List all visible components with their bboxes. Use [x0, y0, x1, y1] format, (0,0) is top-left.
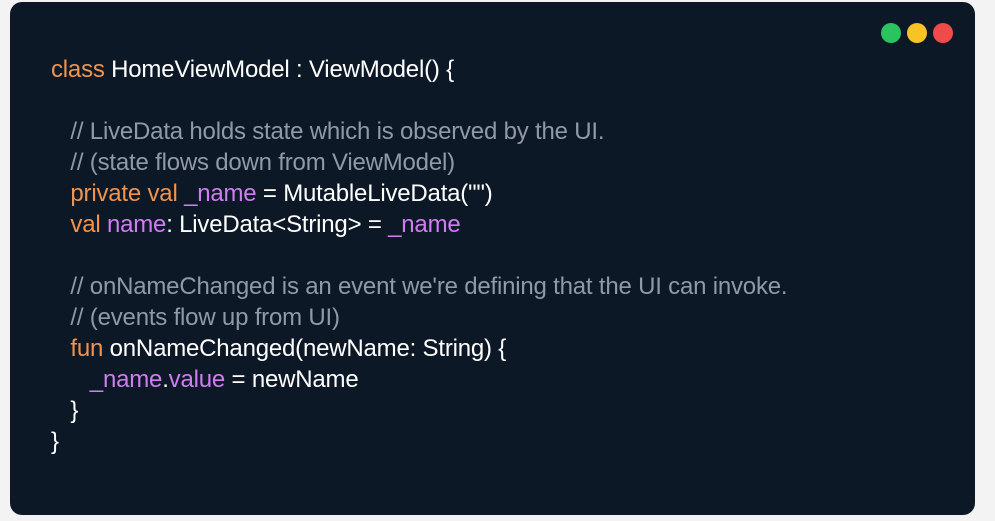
code-token-default: HomeViewModel : ViewModel() {: [111, 56, 454, 83]
code-token-property: _name: [388, 211, 461, 238]
code-line: fun onNameChanged(newName: String) {: [51, 333, 787, 364]
code-line: _name.value = newName: [51, 364, 787, 395]
code-token-property: name: [106, 211, 167, 238]
code-token-default: }: [51, 428, 59, 455]
code-token-property: _name: [51, 366, 163, 393]
code-token-default: onNameChanged(newName: String) {: [109, 335, 507, 362]
green-dot[interactable]: [881, 23, 901, 43]
code-token-keyword: class: [51, 56, 112, 83]
code-token-default: }: [51, 397, 79, 424]
code-token-comment: // (events flow up from UI): [51, 304, 340, 331]
code-line: // LiveData holds state which is observe…: [51, 116, 787, 147]
code-line: class HomeViewModel : ViewModel() {: [51, 54, 787, 85]
window-controls: [881, 23, 953, 43]
code-token-property: _name: [184, 180, 257, 207]
code-line: val name: LiveData<String> = _name: [51, 209, 787, 240]
code-token-keyword: val: [51, 211, 107, 238]
code-line: private val _name = MutableLiveData(""): [51, 178, 787, 209]
code-token-default: = MutableLiveData(""): [256, 180, 493, 207]
code-line: // (events flow up from UI): [51, 302, 787, 333]
code-line: // (state flows down from ViewModel): [51, 147, 787, 178]
code-token-default: = newName: [225, 366, 359, 393]
code-token-default: : LiveData<String> =: [166, 211, 389, 238]
code-line: [51, 240, 787, 271]
code-token-comment: // LiveData holds state which is observe…: [51, 118, 605, 145]
code-token-default: .: [162, 366, 169, 393]
code-window: class HomeViewModel : ViewModel() { // L…: [10, 2, 975, 515]
code-token-property: value: [168, 366, 226, 393]
code-line: [51, 85, 787, 116]
yellow-dot[interactable]: [907, 23, 927, 43]
code-token-keyword: private val: [51, 180, 185, 207]
code-line: // onNameChanged is an event we're defin…: [51, 271, 787, 302]
code-line: }: [51, 395, 787, 426]
code-block: class HomeViewModel : ViewModel() { // L…: [51, 54, 788, 457]
code-token-comment: // (state flows down from ViewModel): [51, 149, 455, 176]
red-dot[interactable]: [933, 23, 953, 43]
code-token-keyword: fun: [51, 335, 110, 362]
code-line: }: [51, 426, 787, 457]
code-token-comment: // onNameChanged is an event we're defin…: [51, 273, 788, 300]
